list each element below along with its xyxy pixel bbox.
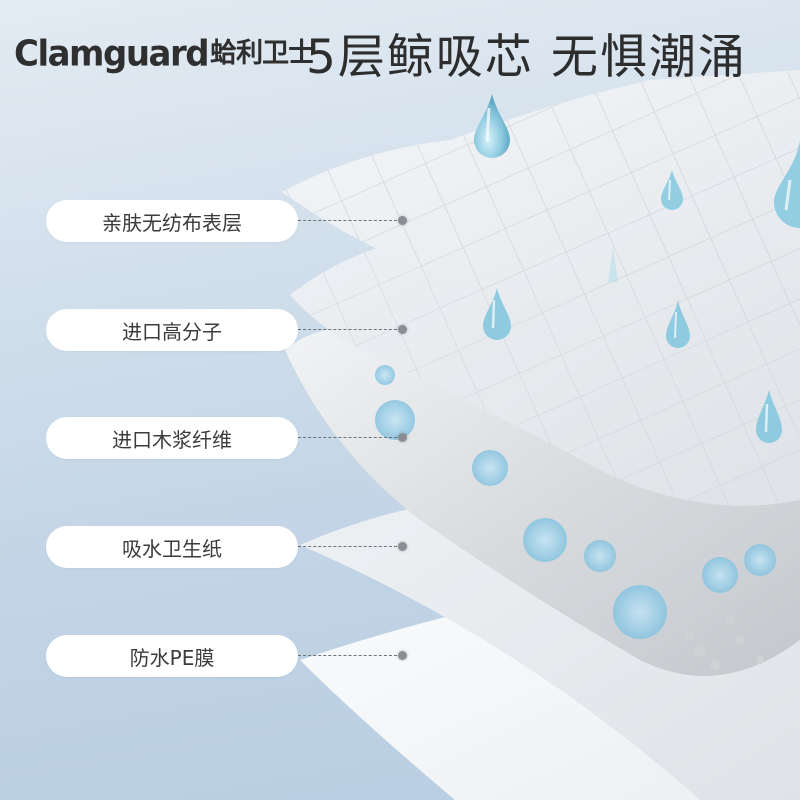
dot-icon: [398, 325, 407, 334]
water-drop-icon: [756, 390, 782, 443]
brand-logo: Clamguard 蛤利卫士: [14, 33, 315, 75]
connector-line: [298, 655, 402, 656]
water-drop-icon: [666, 300, 690, 348]
brand-name-en: Clamguard: [14, 33, 210, 75]
connector-line: [298, 546, 402, 547]
dot-icon: [398, 542, 407, 551]
layer-label-wood-pulp: 进口木浆纤维: [46, 417, 298, 459]
connector-line: [298, 437, 402, 438]
layer-label-tissue: 吸水卫生纸: [46, 526, 298, 568]
connector-line: [298, 220, 402, 221]
water-drop-icon: [474, 94, 510, 158]
water-drop-icon: [608, 248, 618, 282]
dot-icon: [398, 216, 407, 225]
brand-name-cn: 蛤利卫士: [210, 38, 315, 69]
dot-icon: [398, 651, 407, 660]
connector-line: [298, 329, 402, 330]
water-drop-icon: [774, 140, 800, 228]
water-drop-icon: [661, 170, 683, 210]
layer-label-polymer: 进口高分子: [46, 309, 298, 351]
page-header: Clamguard 蛤利卫士 5层鲸吸芯 无惧潮涌: [0, 0, 800, 100]
layer-label-pe-film: 防水PE膜: [46, 635, 298, 677]
layer-label-nonwoven: 亲肤无纺布表层: [46, 200, 298, 242]
dot-icon: [398, 433, 407, 442]
headline: 5层鲸吸芯 无惧潮涌: [306, 30, 747, 85]
water-drop-icon: [483, 288, 511, 340]
